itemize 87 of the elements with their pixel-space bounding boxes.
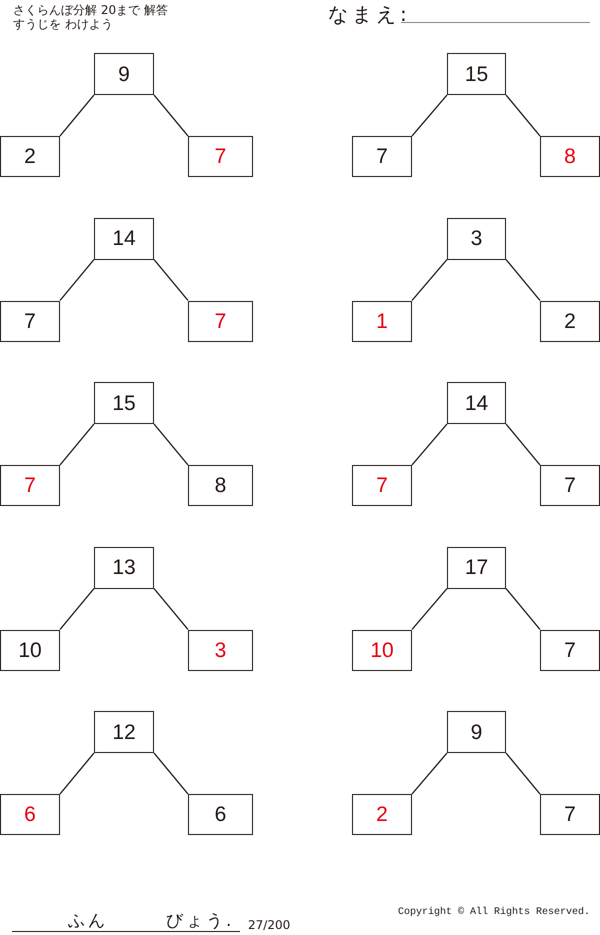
- connector-line: [506, 259, 540, 301]
- number-text: 12: [112, 722, 136, 742]
- connector-line: [154, 752, 188, 794]
- number-box: [540, 794, 600, 835]
- number-text: 13: [112, 557, 136, 578]
- connector-line: [60, 752, 94, 794]
- answer-number: 7: [376, 475, 388, 496]
- number-text: 2: [24, 146, 36, 167]
- connector-line: [154, 259, 188, 301]
- number-text: 7: [564, 475, 576, 496]
- connector-line: [506, 94, 540, 136]
- answer-number: 7: [214, 146, 226, 167]
- number-box: [0, 630, 60, 670]
- number-box: [352, 300, 412, 342]
- copyright-text: Copyright © All Rights Reserved.: [398, 908, 590, 918]
- number-box: [352, 465, 412, 506]
- connector-line: [506, 752, 540, 794]
- connector-line: [506, 588, 540, 630]
- answer-number: 2: [376, 804, 388, 825]
- number-text: 15: [112, 392, 136, 414]
- answer-number: 7: [214, 310, 226, 332]
- connector-line: [506, 424, 540, 466]
- number-text: 10: [18, 640, 42, 660]
- number-text: 7: [376, 146, 388, 167]
- minutes-label: ふん: [68, 913, 108, 930]
- number-box: [447, 546, 506, 588]
- number-text: 15: [464, 64, 488, 84]
- answer-number: 1: [376, 310, 388, 332]
- number-box: [447, 711, 506, 753]
- number-box: [0, 300, 60, 342]
- number-box: [352, 794, 412, 835]
- number-box: [540, 465, 600, 506]
- connector-line: [154, 94, 188, 136]
- number-box: [0, 465, 60, 506]
- connector-line: [60, 424, 94, 466]
- number-box: [188, 136, 253, 177]
- number-box: [94, 711, 154, 753]
- number-text: 14: [112, 228, 136, 249]
- number-text: 7: [564, 804, 576, 825]
- answer-number: 8: [564, 146, 576, 167]
- number-box: [0, 794, 60, 835]
- connector-line: [412, 259, 448, 301]
- number-box: [447, 218, 506, 260]
- number-text: 14: [464, 392, 488, 414]
- number-text: 2: [564, 310, 576, 332]
- number-text: 17: [464, 557, 488, 578]
- connector-line: [60, 259, 94, 301]
- number-text: 7: [24, 310, 36, 332]
- number-box: [447, 382, 506, 424]
- connector-line: [412, 588, 448, 630]
- connector-line: [154, 588, 188, 630]
- number-box: [540, 136, 600, 177]
- number-box: [447, 53, 506, 95]
- number-box: [94, 218, 154, 260]
- seconds-label: びょう.: [166, 913, 234, 930]
- number-box: [188, 300, 253, 342]
- number-box: [540, 630, 600, 670]
- answer-number: 3: [214, 640, 226, 660]
- number-box: [94, 53, 154, 95]
- number-box: [352, 136, 412, 177]
- worksheet-title: さくらんぼ分解 20まで 解答: [13, 4, 168, 16]
- connector-line: [412, 94, 448, 136]
- number-box: [540, 300, 600, 342]
- number-text: 9: [470, 722, 482, 742]
- number-box: [188, 465, 253, 506]
- connector-line: [412, 424, 448, 466]
- number-text: 9: [118, 64, 130, 84]
- number-box: [188, 630, 253, 670]
- answer-number: 10: [370, 640, 394, 660]
- name-label: なまえ:: [328, 4, 411, 24]
- connector-line: [60, 94, 94, 136]
- number-text: 6: [214, 804, 226, 825]
- number-box: [352, 630, 412, 670]
- page-number: 27/200: [248, 919, 290, 931]
- connector-line: [60, 588, 94, 630]
- number-box: [94, 546, 154, 588]
- number-box: [0, 136, 60, 177]
- answer-number: 6: [24, 804, 36, 825]
- number-text: 8: [214, 475, 226, 496]
- connector-line: [154, 424, 188, 466]
- answer-number: 7: [24, 475, 36, 496]
- number-text: 7: [564, 640, 576, 660]
- number-box: [188, 794, 253, 835]
- connector-line: [412, 752, 448, 794]
- number-text: 3: [470, 228, 482, 249]
- instruction-text: すうじを わけよう: [13, 18, 113, 30]
- number-box: [94, 382, 154, 424]
